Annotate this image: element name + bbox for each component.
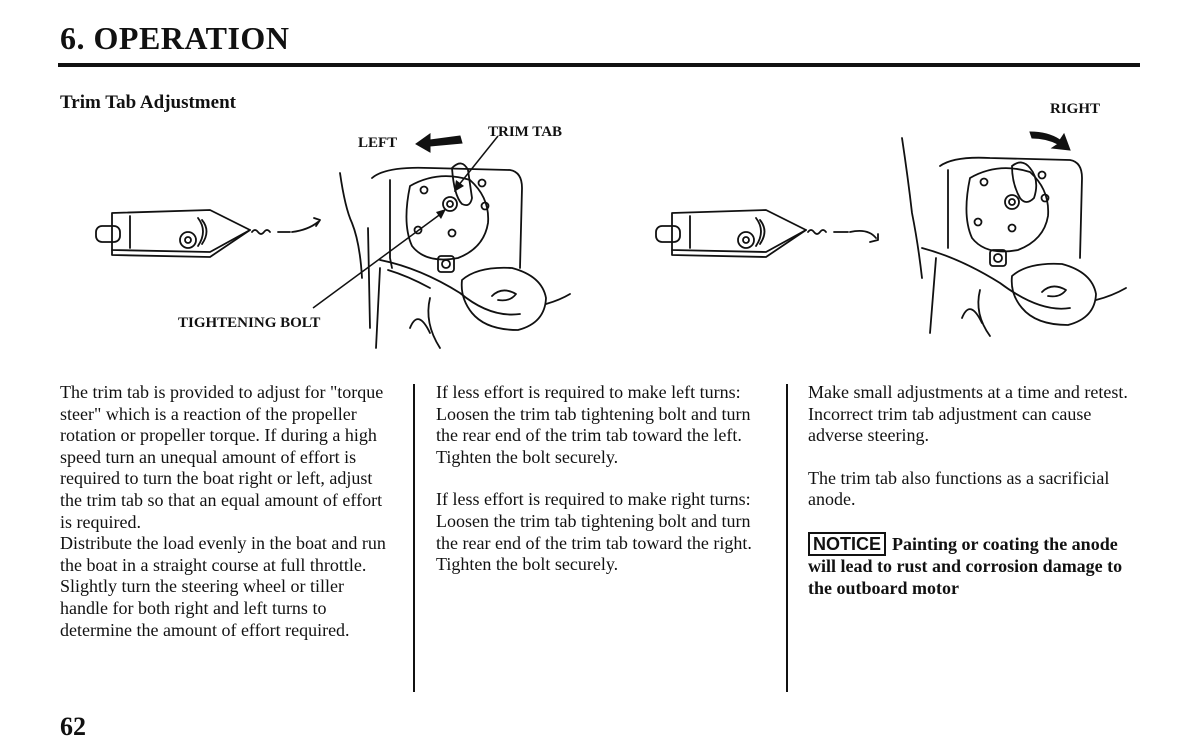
right-arrow-icon (1029, 131, 1071, 151)
column-divider-1 (413, 384, 415, 692)
left-turn-illustration (95, 133, 571, 349)
trim-tab-leader (457, 135, 499, 187)
right-turn-instruction: Loosen the trim tab tightening bolt and … (436, 510, 752, 575)
right-turn-condition: If less effort is required to make right… (436, 489, 751, 510)
label-left: LEFT (358, 135, 398, 151)
column-divider-2 (786, 384, 788, 692)
section-title: Trim Tab Adjustment (60, 92, 236, 113)
notice-text: Painting or coating the anode will lead … (808, 533, 1123, 598)
boat-icon (655, 209, 807, 258)
label-right: RIGHT (1050, 101, 1101, 117)
left-turn-instruction: Loosen the trim tab tightening bolt and … (436, 403, 751, 467)
column1-paragraph1: The trim tab is provided to adjust for "… (60, 382, 384, 532)
right-turn-illustration (655, 131, 1127, 337)
column3-paragraph1: Make small adjustments at a time and ret… (808, 382, 1128, 446)
boat-icon (95, 209, 251, 258)
label-tightening-bolt: TIGHTENING BOLT (178, 315, 321, 331)
column-2: If less effort is required to make left … (436, 382, 771, 576)
title-rule (58, 63, 1140, 67)
page-title: 6. OPERATION (60, 20, 290, 56)
page-number: 62 (60, 712, 86, 741)
column3-paragraph2: The trim tab also functions as a sacrifi… (808, 467, 1110, 510)
notice-label: NOTICE (808, 531, 887, 556)
left-turn-condition: If less effort is required to make left … (436, 382, 741, 402)
column1-paragraph2: Distribute the load evenly in the boat a… (60, 533, 386, 640)
column-3: Make small adjustments at a time and ret… (808, 382, 1138, 599)
column-1: The trim tab is provided to adjust for "… (60, 382, 395, 641)
tightening-bolt-leader (312, 212, 443, 309)
left-arrow-icon (415, 133, 463, 153)
label-trim-tab: TRIM TAB (488, 124, 563, 140)
